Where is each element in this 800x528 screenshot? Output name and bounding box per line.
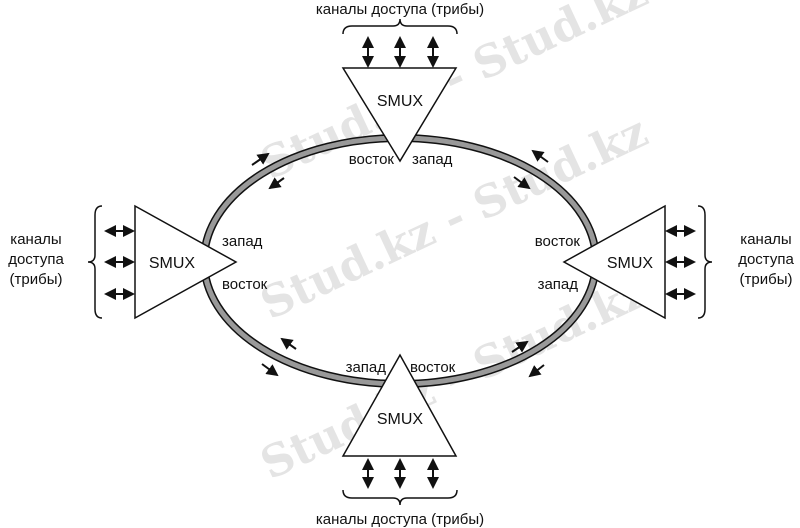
smux-node-left: каналы доступа (трибы) SMUX запад восток (8, 204, 268, 320)
smux-label: SMUX (377, 411, 424, 428)
port-label: восток (222, 276, 268, 293)
port-label: запад (346, 359, 387, 376)
smux-label: SMUX (377, 93, 424, 110)
direction-arrows (251, 149, 549, 378)
smux-node-top: каналы доступа (трибы) SMUX восток запад (316, 1, 484, 168)
brace-bottom (342, 489, 458, 506)
port-label: запад (538, 276, 579, 293)
channel-arrows-top (362, 36, 439, 68)
smux-label: SMUX (607, 255, 654, 272)
smux-node-right: восток запад SMUX каналы доступа (трибы) (535, 204, 794, 320)
channels-label-right: доступа (738, 251, 794, 268)
smux-label: SMUX (149, 255, 196, 272)
brace-right (697, 205, 713, 319)
channels-label-right: каналы (740, 231, 791, 248)
smux-node-bottom: запад восток SMUX каналы доступа (трибы) (316, 353, 484, 528)
channels-label-right: (трибы) (740, 271, 793, 288)
channels-label-left: доступа (8, 251, 64, 268)
channel-arrows-right (665, 225, 696, 300)
port-label: запад (222, 233, 263, 250)
port-label: восток (535, 233, 581, 250)
port-label: восток (349, 151, 395, 168)
brace-left (87, 205, 103, 319)
port-label: восток (410, 359, 456, 376)
channels-label-left: (трибы) (10, 271, 63, 288)
channel-arrows-left (104, 225, 135, 300)
channels-label-top: каналы доступа (трибы) (316, 1, 484, 18)
channel-arrows-bottom (362, 458, 439, 489)
channels-label-left: каналы (10, 231, 61, 248)
port-label: запад (412, 151, 453, 168)
brace-top (342, 18, 458, 35)
channels-label-bottom: каналы доступа (трибы) (316, 511, 484, 528)
